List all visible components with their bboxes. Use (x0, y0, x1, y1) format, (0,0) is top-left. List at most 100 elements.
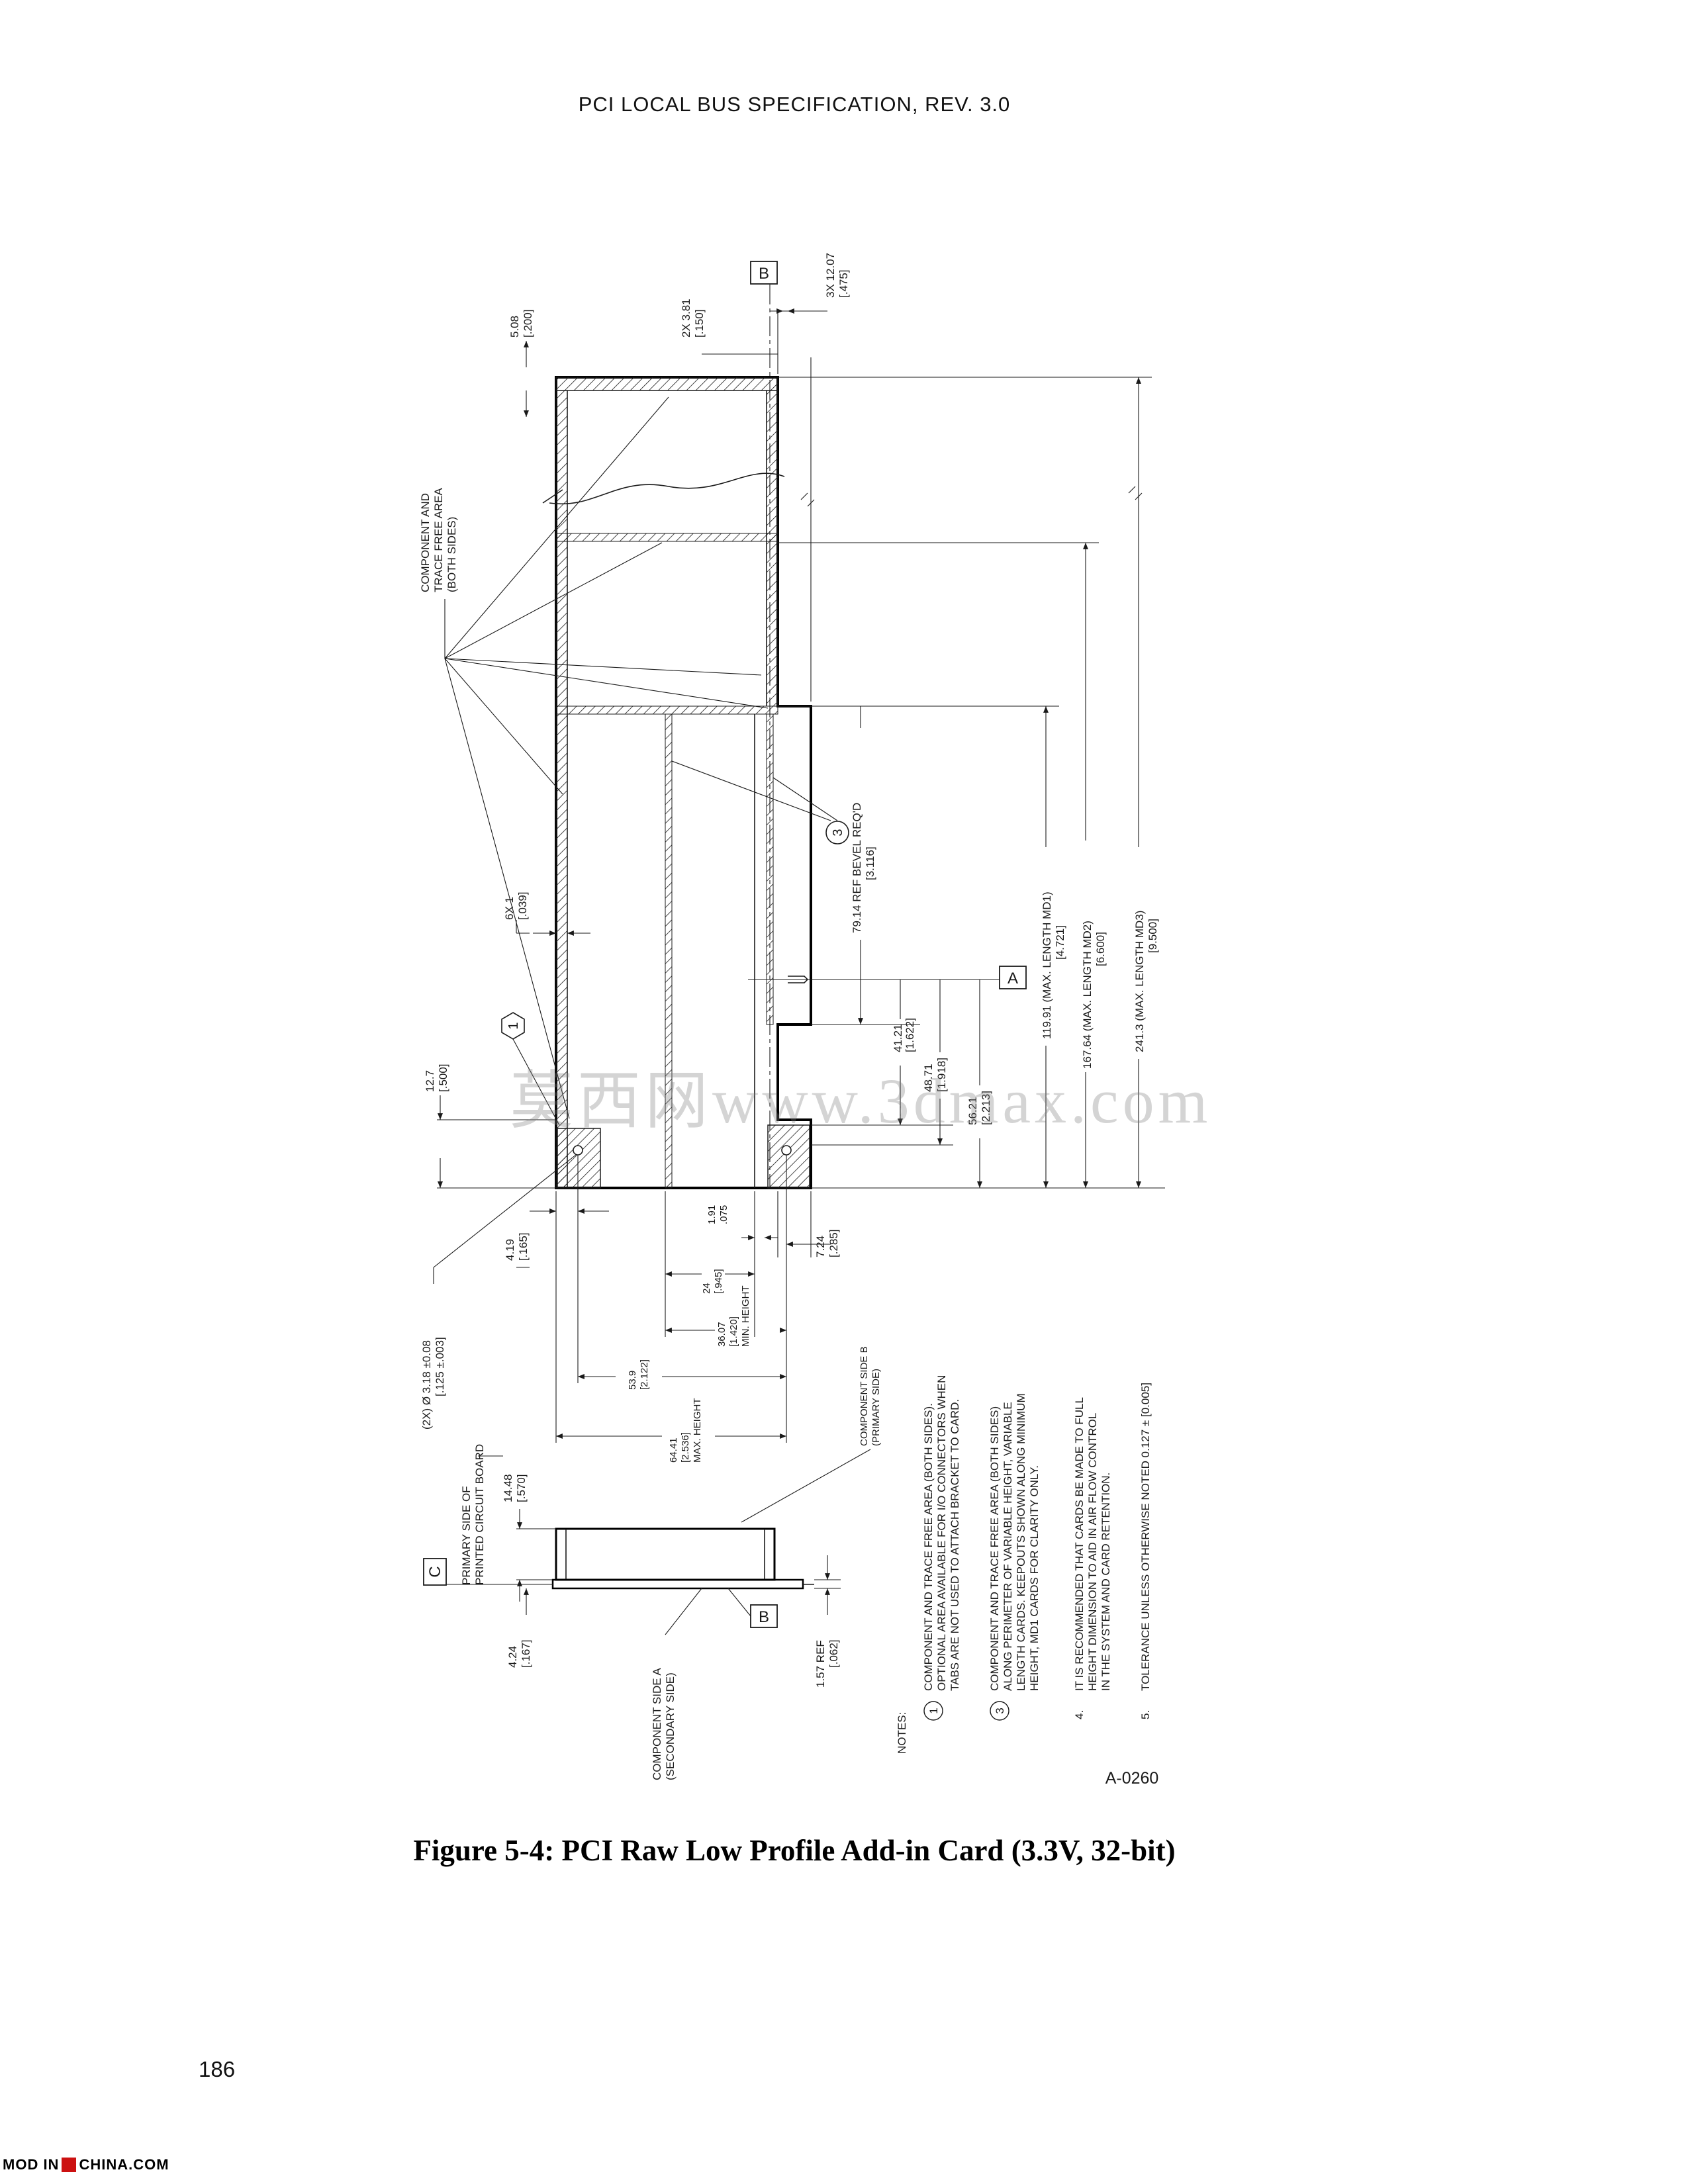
svg-text:1: 1 (506, 1022, 521, 1029)
component-free-label: COMPONENT AND TRACE FREE AREA (BOTH SIDE… (419, 396, 769, 1119)
svg-text:6X 1: 6X 1 (503, 897, 516, 920)
svg-text:[1.622]: [1.622] (904, 1018, 916, 1052)
datum-b-centerline: B (750, 261, 778, 1188)
svg-text:COMPONENT AND: COMPONENT AND (419, 493, 432, 592)
svg-text:[.500]: [.500] (437, 1064, 449, 1092)
svg-text:4.: 4. (1073, 1710, 1086, 1719)
svg-text:[4.721]: [4.721] (1054, 925, 1066, 960)
svg-text:[2.213]: [2.213] (980, 1091, 992, 1125)
width-dimensions: 4.19 [.165] 1.91 .075 7.24 [.285] 24 [.9… (420, 1154, 840, 1463)
svg-text:167.64 (MAX. LENGTH MD2): 167.64 (MAX. LENGTH MD2) (1081, 921, 1094, 1069)
svg-text:3X 12.07: 3X 12.07 (824, 253, 837, 298)
svg-text:TABS ARE NOT USED TO ATTACH BR: TABS ARE NOT USED TO ATTACH BRACKET TO C… (949, 1399, 961, 1691)
svg-text:(SECONDARY SIDE): (SECONDARY SIDE) (664, 1672, 677, 1780)
svg-text:[9.500]: [9.500] (1147, 919, 1159, 953)
height-dimensions: 41.21 [1.622] 48.71 [1.918] 56.21 [2.213… (811, 979, 1165, 1189)
svg-text:MIN. HEIGHT: MIN. HEIGHT (740, 1286, 751, 1347)
svg-text:241.3 (MAX. LENGTH MD3): 241.3 (MAX. LENGTH MD3) (1133, 911, 1146, 1052)
svg-text:NOTES:: NOTES: (896, 1712, 908, 1754)
svg-text:[6.600]: [6.600] (1094, 932, 1107, 966)
svg-text:(BOTH SIDES): (BOTH SIDES) (445, 517, 458, 592)
footer-logo-left: MOD IN (3, 2156, 60, 2173)
svg-text:[.285]: [.285] (827, 1229, 840, 1257)
card-outline (542, 376, 854, 1189)
svg-text:[1.918]: [1.918] (935, 1058, 948, 1092)
svg-text:56.21: 56.21 (966, 1097, 979, 1125)
svg-text:C: C (426, 1566, 444, 1577)
svg-text:COMPONENT AND TRACE FREE AREA: COMPONENT AND TRACE FREE AREA (BOTH SIDE… (922, 1403, 935, 1691)
svg-text:[.200]: [.200] (522, 309, 534, 338)
drawing-id: A-0260 (1105, 1769, 1159, 1788)
svg-text:14.48: 14.48 (502, 1474, 514, 1502)
svg-text:[.167]: [.167] (520, 1639, 532, 1668)
svg-text:IN THE SYSTEM AND CARD RETENTI: IN THE SYSTEM AND CARD RETENTION. (1100, 1473, 1112, 1691)
svg-text:[.039]: [.039] (516, 891, 529, 920)
svg-text:4.24: 4.24 (506, 1646, 519, 1668)
svg-text:A: A (1008, 970, 1018, 987)
svg-text:(2X) Ø 3.18 ±0.08: (2X) Ø 3.18 ±0.08 (420, 1340, 433, 1430)
svg-text:1.91: 1.91 (706, 1205, 718, 1224)
svg-text:1: 1 (927, 1707, 940, 1713)
bevel-callout: 3 79.14 REF BEVEL REQ'D [3.116] (671, 705, 920, 1025)
svg-text:[.125 ±.003]: [.125 ±.003] (434, 1337, 446, 1396)
svg-text:12.7: 12.7 (424, 1070, 436, 1092)
svg-text:[.570]: [.570] (515, 1474, 528, 1502)
svg-text:(PRIMARY SIDE): (PRIMARY SIDE) (870, 1369, 882, 1446)
svg-text:PRIMARY SIDE OF: PRIMARY SIDE OF (460, 1486, 473, 1585)
svg-text:53.9: 53.9 (627, 1371, 638, 1390)
watermark: 莫西网www.3dmax.com (510, 1066, 1212, 1136)
svg-text:1.57 REF: 1.57 REF (814, 1640, 827, 1688)
top-dimensions: 2X 3.81 [.150] 3X 12.07 [.475] 5.08 [.20… (508, 253, 850, 702)
page-header: PCI LOCAL BUS SPECIFICATION, REV. 3.0 (578, 93, 1011, 116)
svg-text:COMPONENT SIDE B: COMPONENT SIDE B (859, 1346, 870, 1446)
svg-text:7.24: 7.24 (814, 1236, 827, 1257)
svg-text:[.165]: [.165] (517, 1232, 530, 1261)
side-view: 14.48 [.570] 4.24 [.167] 1.57 REF [.062]… (423, 1346, 882, 1780)
svg-text:ALONG PERIMETER OF VARIABLE HE: ALONG PERIMETER OF VARIABLE HEIGHT, VARI… (1002, 1402, 1014, 1691)
svg-text:OPTIONAL AREA AVAILABLE FOR I/: OPTIONAL AREA AVAILABLE FOR I/O CONNECTO… (935, 1375, 948, 1691)
svg-text:5.08: 5.08 (508, 316, 521, 338)
svg-text:2X 3.81: 2X 3.81 (680, 298, 692, 338)
svg-text:119.91 (MAX. LENGTH MD1): 119.91 (MAX. LENGTH MD1) (1041, 891, 1053, 1039)
svg-text:24: 24 (701, 1283, 712, 1294)
svg-text:[2.122]: [2.122] (639, 1359, 650, 1390)
svg-text:[.150]: [.150] (693, 309, 706, 338)
flag-icon (62, 2158, 77, 2172)
svg-text:4.19: 4.19 (504, 1239, 516, 1261)
footer-logo-right: CHINA.COM (79, 2156, 169, 2173)
svg-text:3: 3 (831, 829, 845, 836)
svg-text:IT IS RECOMMENDED THAT CARDS B: IT IS RECOMMENDED THAT CARDS BE MADE TO … (1073, 1397, 1086, 1691)
figure-caption: Figure 5-4: PCI Raw Low Profile Add-in C… (413, 1834, 1176, 1867)
svg-text:[3.116]: [3.116] (864, 846, 876, 880)
svg-text:79.14 REF BEVEL REQ'D: 79.14 REF BEVEL REQ'D (851, 803, 863, 933)
svg-text:[2.536]: [2.536] (680, 1432, 691, 1463)
svg-text:LENGTH CARDS. KEEPOUTS SHOWN: LENGTH CARDS. KEEPOUTS SHOWN ALONG MINIM… (1015, 1393, 1027, 1691)
svg-text:41.21: 41.21 (892, 1024, 904, 1052)
length-dimensions: 119.91 (MAX. LENGTH MD1) [4.721] 167.64 … (778, 377, 1159, 1188)
svg-text:MAX. HEIGHT: MAX. HEIGHT (692, 1398, 703, 1463)
svg-text:36.07: 36.07 (716, 1322, 727, 1347)
svg-text:TRACE FREE AREA: TRACE FREE AREA (432, 488, 445, 592)
svg-text:PRINTED CIRCUIT BOARD: PRINTED CIRCUIT BOARD (473, 1444, 486, 1585)
footer-logo: MOD IN CHINA.COM (3, 2156, 169, 2173)
svg-text:[.945]: [.945] (713, 1269, 724, 1294)
page-number: 186 (199, 2057, 236, 2081)
svg-text:B: B (759, 1608, 769, 1626)
svg-text:HEIGHT, MD1 CARDS FOR CLARITY: HEIGHT, MD1 CARDS FOR CLARITY ONLY. (1028, 1465, 1041, 1691)
svg-text:TOLERANCE UNLESS OTHERWISE NOT: TOLERANCE UNLESS OTHERWISE NOTED 0.127 ±… (1139, 1383, 1152, 1691)
datum-a: A (854, 966, 1027, 989)
svg-text:48.71: 48.71 (922, 1064, 935, 1092)
svg-text:64.41: 64.41 (668, 1437, 679, 1463)
datum-b-label: B (759, 265, 769, 283)
svg-text:5.: 5. (1139, 1710, 1152, 1719)
svg-text:COMPONENT SIDE A: COMPONENT SIDE A (651, 1668, 663, 1780)
svg-text:.075: .075 (718, 1205, 729, 1224)
svg-text:3: 3 (994, 1707, 1006, 1713)
svg-text:COMPONENT AND TRACE FREE AREA: COMPONENT AND TRACE FREE AREA (BOTH SIDE… (988, 1406, 1001, 1691)
svg-text:[.062]: [.062] (827, 1639, 840, 1668)
svg-text:[.475]: [.475] (837, 269, 850, 298)
svg-text:HEIGHT DIMENSION TO AID IN AIR: HEIGHT DIMENSION TO AID IN AIR FLOW CONT… (1086, 1413, 1099, 1691)
notes: NOTES: 1 COMPONENT AND TRACE FREE AREA (… (896, 1375, 1152, 1754)
left-dimensions: 6X 1 [.039] 12.7 [.500] 1 (424, 891, 590, 1189)
